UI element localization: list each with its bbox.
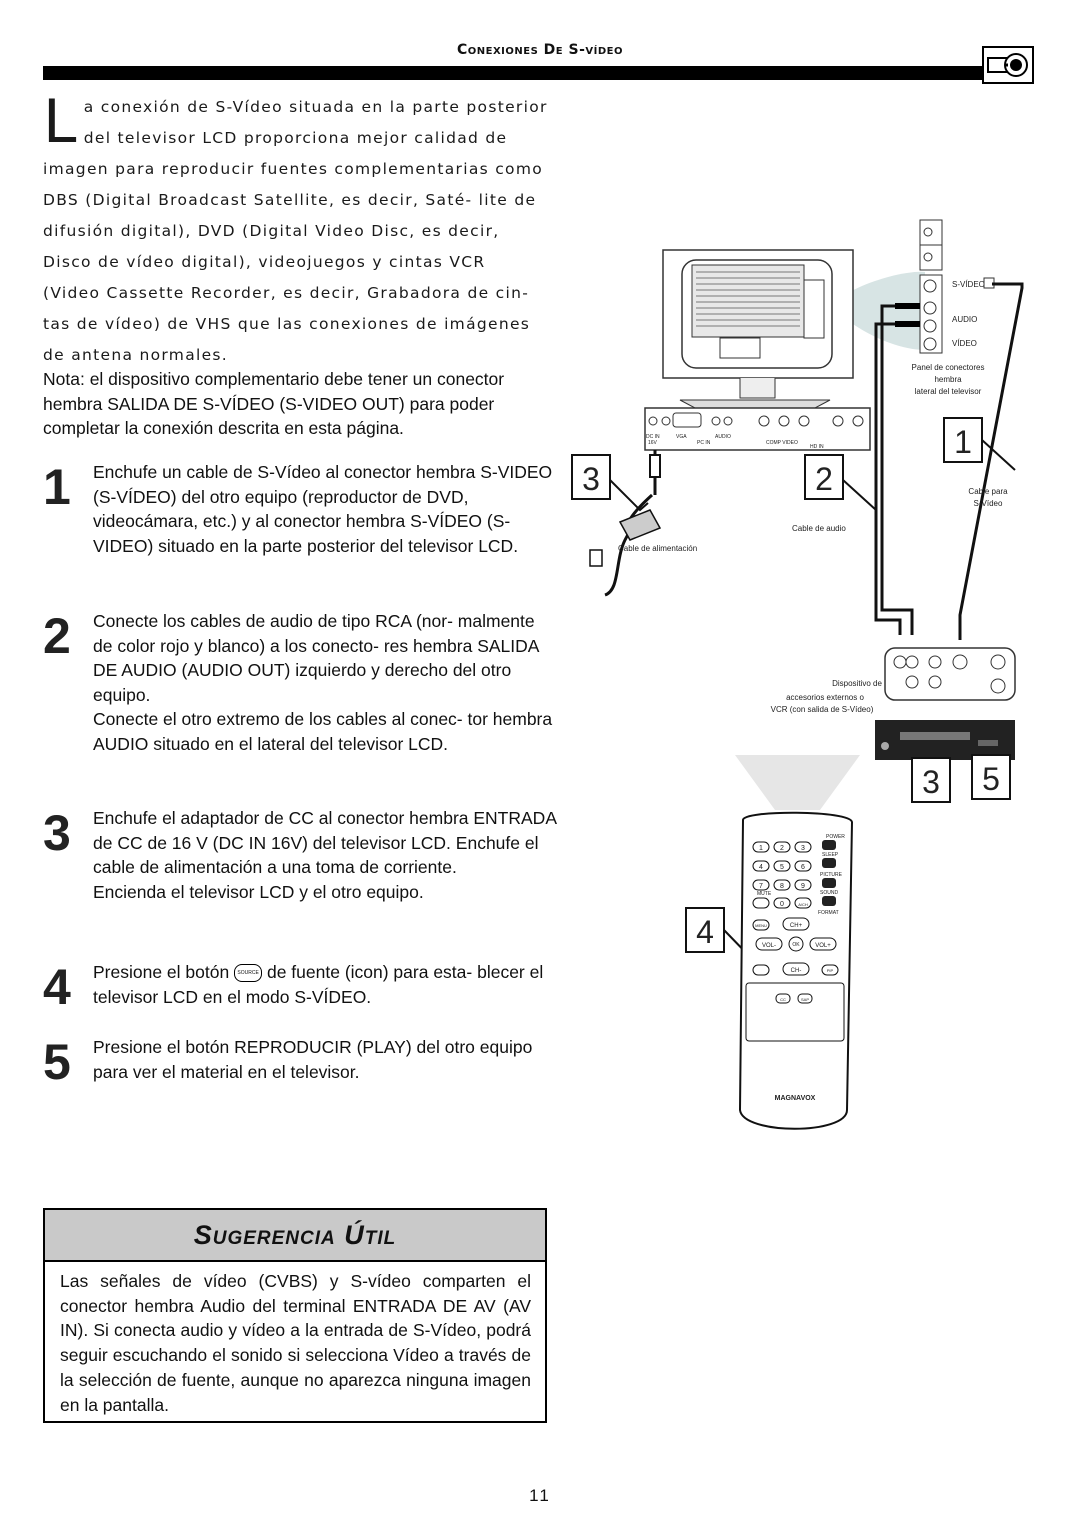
callout-number: 1 bbox=[954, 424, 972, 460]
port-hdin-label: HD IN bbox=[810, 444, 824, 450]
remote-brand-label: MAGNAVOX bbox=[775, 1095, 816, 1102]
remote-mute-label: MUTE bbox=[757, 891, 772, 897]
header-rule bbox=[43, 66, 985, 80]
remote-format-label: FORMAT bbox=[818, 910, 839, 916]
note-text: Nota: el dispositivo complementario debe… bbox=[43, 369, 505, 438]
step-text-after: de fuente (icon) para esta- blecer el te… bbox=[93, 962, 544, 1007]
panel-caption-line3: lateral del televisor bbox=[915, 387, 982, 396]
callout-number: 5 bbox=[982, 761, 1000, 797]
remote-picture-label: PICTURE bbox=[820, 872, 843, 878]
remote-chplus-label: CH+ bbox=[790, 923, 803, 929]
panel-caption-line2: hembra bbox=[934, 375, 962, 384]
remote-ach-label: A/CH bbox=[798, 902, 808, 907]
callout-3-power: 3 bbox=[571, 454, 649, 512]
remote-volminus-label: VOL- bbox=[762, 943, 776, 949]
section-title: Conexiones De S-vídeo bbox=[457, 42, 623, 58]
callout-number: 3 bbox=[922, 764, 940, 800]
remote-sleep-label: SLEEP bbox=[822, 852, 839, 858]
remote-key-8: 8 bbox=[780, 883, 784, 890]
step-text-part2: Encienda el televisor LCD y el otro equi… bbox=[93, 881, 424, 902]
remote-key-5: 5 bbox=[780, 864, 784, 871]
step-text: Enchufe el adaptador de CC al conector h… bbox=[93, 806, 558, 904]
port-pcin-label: PC IN bbox=[697, 440, 711, 446]
remote-menu-label: MENU bbox=[755, 923, 767, 928]
remote-control: POWER SLEEP PICTURE SOUND FORMAT 1 2 3 4… bbox=[738, 811, 854, 1130]
remote-key-3: 3 bbox=[801, 845, 805, 852]
connection-diagram: DC IN 16V VGA PC IN AUDIO COMP VIDEO HD … bbox=[571, 219, 1024, 1130]
remote-power-label: POWER bbox=[826, 834, 845, 840]
panel-caption-line1: Panel de conectores bbox=[912, 363, 985, 372]
remote-chminus-label: CH- bbox=[791, 968, 802, 974]
panel-video-label: VÍDEO bbox=[952, 339, 977, 348]
step-text-before: Presione el botón bbox=[93, 962, 230, 982]
step-number: 4 bbox=[43, 959, 71, 1015]
step-text: Presione el botón SOURCE de fuente (icon… bbox=[93, 960, 558, 1009]
remote-cc-label: CC bbox=[780, 997, 786, 1002]
remote-key-2: 2 bbox=[780, 845, 784, 852]
remote-key-4: 4 bbox=[759, 864, 763, 871]
step-text: Enchufe un cable de S-Vídeo al conector … bbox=[93, 462, 553, 556]
panel-audio-label: AUDIO bbox=[952, 315, 977, 324]
remote-key-6: 6 bbox=[801, 864, 805, 871]
step-number: 1 bbox=[43, 459, 71, 515]
step-number: 2 bbox=[43, 608, 71, 664]
step-number: 3 bbox=[43, 805, 71, 861]
side-connector-panel: S-VÍDEO AUDIO VÍDEO Panel de conectores … bbox=[912, 219, 995, 396]
power-cable-label: Cable de alimentación bbox=[618, 544, 697, 553]
svideo-connector-icon bbox=[982, 46, 1034, 84]
svideo-cable-label-2: S-Vídeo bbox=[974, 499, 1003, 508]
callout-number: 4 bbox=[696, 914, 714, 950]
device-caption-line1: Dispositivo de bbox=[832, 679, 882, 688]
callout-1-svideo: 1 bbox=[943, 417, 1016, 471]
callout-4-remote: 4 bbox=[685, 907, 756, 963]
step-5: 5 Presione el botón REPRODUCIR (PLAY) de… bbox=[43, 1035, 543, 1090]
step-4: 4 Presione el botón SOURCE de fuente (ic… bbox=[43, 960, 543, 1015]
source-button-icon: SOURCE bbox=[234, 964, 263, 983]
helpful-tip-box: Sugerencia Útil Las señales de vídeo (CV… bbox=[43, 1208, 547, 1423]
lcd-tv-rear: DC IN 16V VGA PC IN AUDIO COMP VIDEO HD … bbox=[644, 249, 871, 451]
remote-pip-label: PIP bbox=[827, 968, 834, 973]
port-compvideo-label: COMP VIDEO bbox=[766, 440, 798, 446]
callout-2-audio: 2 bbox=[804, 454, 877, 511]
remote-sap-label: SAP bbox=[801, 997, 809, 1002]
panel-svideo-label: S-VÍDEO bbox=[952, 280, 985, 289]
callout-number: 2 bbox=[815, 461, 833, 497]
remote-key-9: 9 bbox=[801, 883, 805, 890]
vcr-device: 3 5 bbox=[875, 720, 1015, 803]
remote-ok-label: OK bbox=[792, 942, 800, 948]
remote-key-0: 0 bbox=[780, 901, 784, 908]
source-button-label: SOURCE bbox=[237, 970, 259, 977]
port-16v-label: 16V bbox=[648, 440, 658, 446]
tip-header: Sugerencia Útil bbox=[45, 1210, 545, 1262]
port-vga-label: VGA bbox=[676, 434, 687, 440]
page-number: 11 bbox=[529, 1486, 551, 1505]
remote-sound-label: SOUND bbox=[820, 890, 838, 896]
external-device: Dispositivo de accesorios externos o VCR… bbox=[771, 647, 1016, 714]
tip-text: Las señales de vídeo (CVBS) y S-vídeo co… bbox=[60, 1271, 531, 1415]
device-caption-line2: accesorios externos o bbox=[786, 693, 864, 702]
step-text: Presione el botón REPRODUCIR (PLAY) del … bbox=[93, 1037, 533, 1082]
svideo-cable-label-1: Cable para bbox=[968, 487, 1008, 496]
drop-cap: L bbox=[43, 87, 78, 157]
port-dcin-label: DC IN bbox=[646, 434, 660, 440]
step-3: 3 Enchufe el adaptador de CC al conector… bbox=[43, 805, 556, 931]
step-2: 2 Conecte los cables de audio de tipo RC… bbox=[43, 608, 552, 784]
remote-key-1: 1 bbox=[759, 845, 763, 852]
device-caption-line3: VCR (con salida de S-Vídeo) bbox=[771, 705, 874, 714]
step-text-part2: Conecte el otro extremo de los cables al… bbox=[93, 709, 553, 754]
remote-key-7: 7 bbox=[759, 883, 763, 890]
callout-number: 3 bbox=[582, 461, 600, 497]
step-text-part1: Enchufe el adaptador de CC al conector h… bbox=[93, 808, 557, 878]
step-number: 5 bbox=[43, 1034, 71, 1090]
port-audio-label: AUDIO bbox=[715, 434, 731, 440]
intro-text: a conexión de S-Vídeo situada en la part… bbox=[43, 98, 548, 364]
tip-title: Sugerencia Útil bbox=[193, 1219, 397, 1250]
audio-cable-label: Cable de audio bbox=[792, 524, 846, 533]
step-text: Conecte los cables de audio de tipo RCA … bbox=[93, 609, 558, 757]
step-text-part1: Conecte los cables de audio de tipo RCA … bbox=[93, 611, 539, 705]
remote-volplus-label: VOL+ bbox=[815, 943, 831, 949]
step-1: 1 Enchufe un cable de S-Vídeo al conecto… bbox=[43, 459, 552, 585]
